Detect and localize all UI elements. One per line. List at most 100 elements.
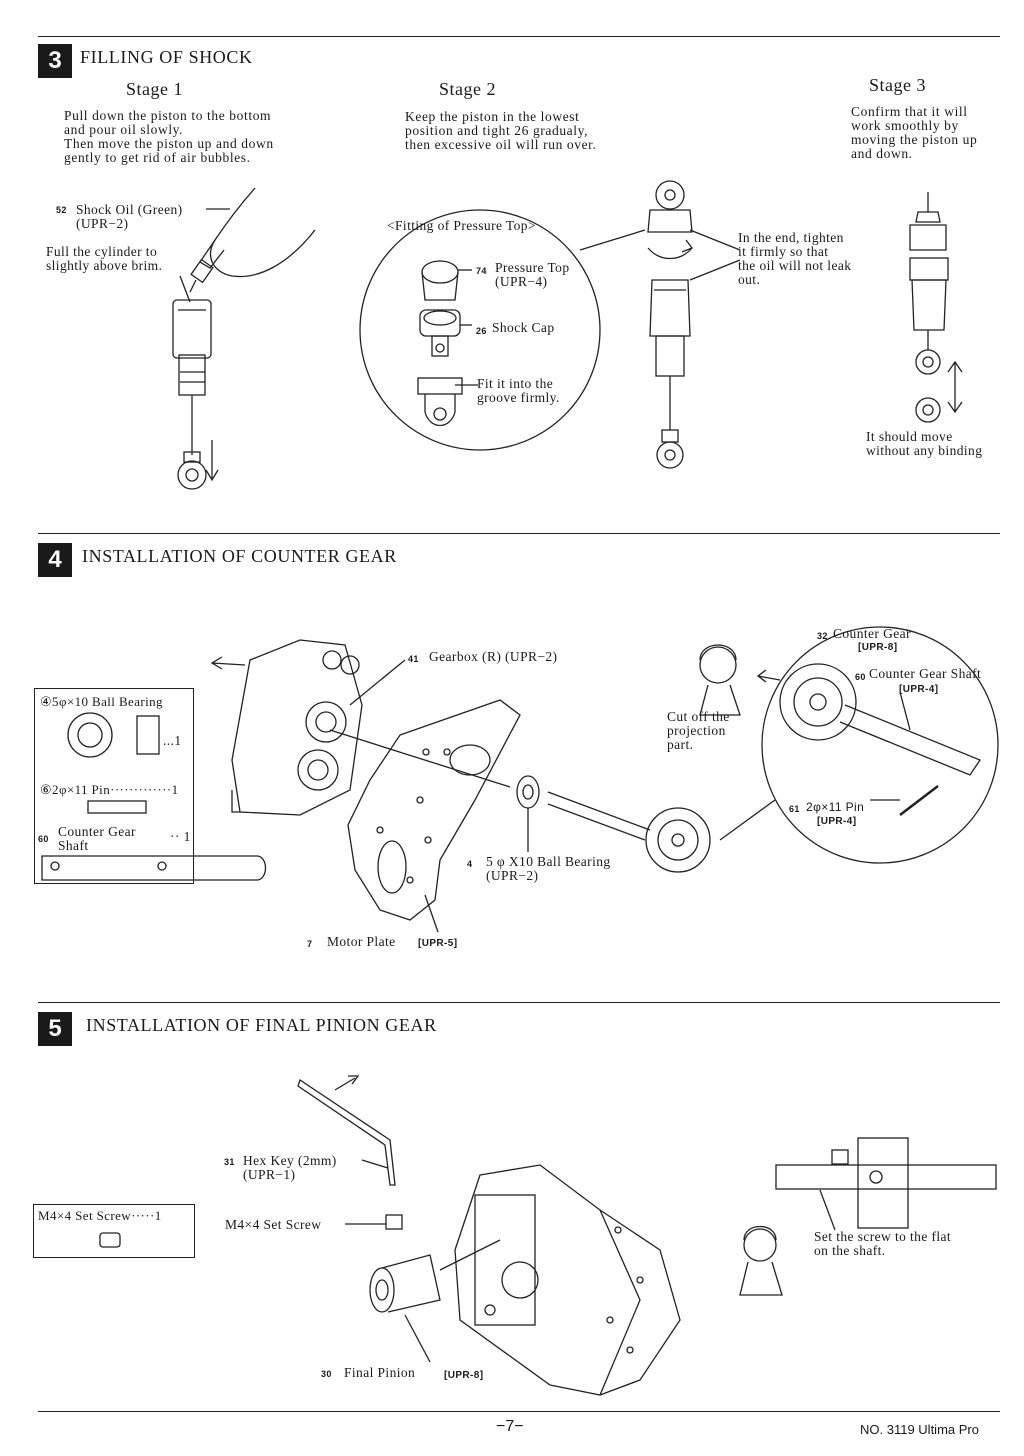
counter-gear-code: [UPR-8] <box>858 642 898 653</box>
circle-pointer-line <box>579 229 646 251</box>
gearbox-arrow-icon <box>210 656 246 670</box>
shock-oil-number: 52 <box>56 205 67 215</box>
final-pinion-number: 30 <box>321 1369 332 1379</box>
motor-plate-number: 7 <box>307 939 313 949</box>
top-rule <box>38 36 1000 37</box>
down-arrow-icon <box>205 440 219 482</box>
counter-gear-icon <box>645 807 711 873</box>
tighten-leader <box>689 229 741 281</box>
tighten-label: In the end, tighten it firmly so that th… <box>738 230 852 287</box>
pressure-top-icon <box>419 260 461 357</box>
bearing-number: 4 <box>467 859 473 869</box>
document-number: NO. 3119 Ultima Pro <box>860 1422 979 1437</box>
footer-rule <box>38 1411 1000 1412</box>
set-screw-label: M4×4 Set Screw <box>225 1217 322 1232</box>
shock-cap-label: Shock Cap <box>492 320 555 335</box>
stage-3-text: Confirm that it will work smoothly by mo… <box>851 104 978 161</box>
section-4-rule <box>38 533 1000 534</box>
motor-plate-leader <box>424 894 439 933</box>
ball-bearing-part-icon <box>67 712 113 758</box>
pin-label: 2φ×11 Pin <box>806 800 865 814</box>
stage-2-text: Keep the piston in the lowest position a… <box>405 109 597 152</box>
section-4-parts-box <box>34 688 194 884</box>
pin-number: 61 <box>789 804 800 814</box>
gearbox-section5-icon <box>454 1164 681 1396</box>
counter-shaft-icon <box>547 791 651 841</box>
assembly-line-1 <box>329 729 511 788</box>
fill-cylinder-label: Full the cylinder to slightly above brim… <box>46 244 163 273</box>
fitting-circle-title: <Fitting of Pressure Top> <box>387 218 536 233</box>
gearbox-leader <box>349 659 406 706</box>
motor-plate-icon <box>347 699 521 921</box>
section-3-title: FILLING OF SHOCK <box>80 47 253 67</box>
final-pinion-label: Final Pinion <box>344 1365 416 1380</box>
counter-gear-detail-circle <box>761 626 999 864</box>
final-pinion-code: [UPR-8] <box>444 1370 484 1381</box>
mascot-section5-icon <box>739 1226 783 1296</box>
section-5-rule <box>38 1002 1000 1003</box>
gearbox-label: Gearbox (R) (UPR−2) <box>429 649 558 664</box>
oil-bottle-icon <box>189 187 316 293</box>
section-3-badge: 3 <box>38 44 72 78</box>
hex-key-icon <box>297 1078 396 1186</box>
move-binding-label: It should move without any binding <box>866 429 983 458</box>
parts-pin-label: ⑥2φ×11 Pin·············1 <box>40 782 179 797</box>
hex-key-leader <box>361 1159 389 1169</box>
pinion-assembly-line <box>439 1239 501 1271</box>
bearing-label: 5 φ X10 Ball Bearing (UPR−2) <box>486 854 611 883</box>
shock-stage2-icon <box>647 180 693 469</box>
shaft-flat-detail-icon <box>775 1137 997 1229</box>
section-5-badge: 5 <box>38 1012 72 1046</box>
shock-stage3-icon <box>909 192 949 423</box>
motor-plate-code: [UPR-5] <box>418 938 458 949</box>
hex-key-arrow-icon <box>334 1075 360 1091</box>
flat-leader <box>819 1189 836 1231</box>
cut-projection-label: Cut off the projection part. <box>667 709 730 752</box>
pin-code: [UPR-4] <box>817 816 857 827</box>
counter-shaft-code: [UPR-4] <box>899 684 939 695</box>
section-5-title: INSTALLATION OF FINAL PINION GEAR <box>86 1015 437 1035</box>
parts-bearing-label: ④5φ×10 Ball Bearing <box>40 694 163 709</box>
counter-shaft-number: 60 <box>855 672 866 682</box>
pinion-leader <box>404 1314 431 1363</box>
section-4-badge: 4 <box>38 543 72 577</box>
shock-cap-number: 26 <box>476 326 487 336</box>
section-5-parts-box <box>33 1204 195 1258</box>
mascot-icon <box>699 644 741 716</box>
counter-shaft-part-icon <box>41 855 267 881</box>
gearbox-number: 41 <box>408 654 419 664</box>
pin-part-icon <box>87 800 147 814</box>
shock-stage1-icon <box>172 299 212 490</box>
pressure-top-label: Pressure Top (UPR−4) <box>495 260 570 289</box>
up-down-arrow-icon <box>947 360 963 414</box>
stage-3-title: Stage 3 <box>869 75 926 95</box>
stage-2-title: Stage 2 <box>439 79 496 99</box>
section-4-title: INSTALLATION OF COUNTER GEAR <box>82 546 397 566</box>
set-screw-icon <box>385 1214 403 1230</box>
hex-key-number: 31 <box>224 1157 235 1167</box>
stage-1-title: Stage 1 <box>126 79 183 99</box>
pin-icon <box>899 785 939 816</box>
detail-arrow-icon <box>756 669 781 683</box>
parts-shaft-label: Counter Gear Shaft <box>58 824 136 853</box>
shock-oil-label: Shock Oil (Green) (UPR−2) <box>76 202 183 231</box>
parts-shaft-number: 60 <box>38 834 49 844</box>
set-screw-part-icon <box>99 1232 121 1248</box>
counter-shaft-label: Counter Gear Shaft <box>869 666 982 681</box>
stage-1-text: Pull down the piston to the bottom and p… <box>64 108 274 165</box>
parts-set-screw-label: M4×4 Set Screw·····1 <box>38 1208 162 1223</box>
fill-leader-line <box>179 275 191 303</box>
page-number: −7− <box>496 1418 524 1435</box>
flat-shaft-label: Set the screw to the flat on the shaft. <box>814 1229 952 1258</box>
hex-key-label: Hex Key (2mm) (UPR−1) <box>243 1153 337 1182</box>
shaft-leader <box>899 691 911 731</box>
fit-groove-label: Fit it into the groove firmly. <box>477 376 560 405</box>
counter-gear-detail-icon <box>779 663 981 776</box>
parts-bearing-qty: ...1 <box>163 733 182 748</box>
gear-to-circle-line <box>719 799 776 841</box>
ball-bearing-icon <box>516 775 540 809</box>
shock-end-icon <box>417 377 463 427</box>
gearbox-icon <box>231 639 363 816</box>
pressure-top-number: 74 <box>476 266 487 276</box>
